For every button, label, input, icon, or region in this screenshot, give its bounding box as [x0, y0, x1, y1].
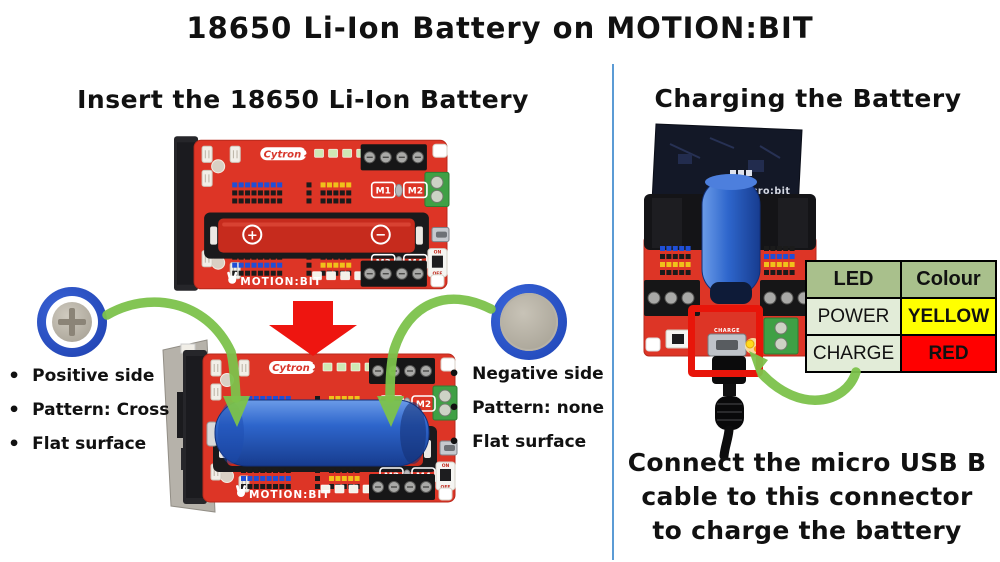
- caption-line: Connect the micro USB B: [627, 448, 987, 477]
- charging-caption: Connect the micro USB B cable to this co…: [618, 446, 996, 548]
- screw-terminal-right: [760, 280, 816, 316]
- screw-terminal-left: [644, 280, 700, 316]
- charge-colour-cell: RED: [900, 334, 997, 373]
- positive-terminal-cross-pattern: [52, 302, 92, 342]
- positive-end-white-ring: [46, 296, 98, 348]
- battery-positive-end-photo: [37, 287, 107, 357]
- usb-cable: [712, 356, 746, 460]
- board-photo-empty-holder: [174, 132, 451, 295]
- right-section-heading: Charging the Battery: [654, 84, 962, 113]
- left-section-heading: Insert the 18650 Li-Ion Battery: [77, 85, 529, 114]
- battery-18650: [206, 399, 430, 467]
- table-row: CHARGE RED: [805, 334, 997, 373]
- power-switch-icon: [665, 329, 693, 349]
- usb-connector-highlight-box: [688, 305, 763, 377]
- table-row: POWER YELLOW: [805, 297, 997, 336]
- list-item: Positive side: [8, 366, 178, 387]
- table-header-colour: Colour: [900, 260, 997, 299]
- page-title: 18650 Li-Ion Battery on MOTION:BIT: [186, 11, 814, 45]
- negative-terminal-flat: [500, 293, 558, 351]
- positive-side-bullets: Positive side Pattern: Cross Flat surfac…: [8, 366, 178, 468]
- section-divider: [612, 64, 614, 560]
- caption-line: cable to this connector: [641, 482, 973, 511]
- charging-photo: micro:bit: [643, 123, 817, 460]
- negative-side-bullets: Negative side Pattern: none Flat surface: [448, 364, 618, 466]
- caption-line: to charge the battery: [652, 516, 962, 545]
- board-photo-battery-inserted: [162, 339, 459, 513]
- led-colour-table: LED Colour POWER YELLOW CHARGE RED: [805, 260, 997, 373]
- green-terminal-icon: [763, 317, 799, 355]
- battery-negative-end-photo: [491, 284, 567, 360]
- battery-18650-vertical: [701, 174, 761, 304]
- power-led-cell: POWER: [805, 297, 902, 336]
- table-header-row: LED Colour: [805, 260, 997, 299]
- charge-led-cell: CHARGE: [805, 334, 902, 373]
- micro-usb-port-icon: [707, 333, 747, 357]
- microbit-label: micro:bit: [738, 186, 791, 197]
- list-item: Flat surface: [448, 432, 618, 453]
- power-colour-cell: YELLOW: [900, 297, 997, 336]
- table-header-led: LED: [805, 260, 902, 299]
- list-item: Negative side: [448, 364, 618, 385]
- charge-silkscreen-label: CHARGE: [714, 328, 740, 334]
- list-item: Pattern: none: [448, 398, 618, 419]
- list-item: Pattern: Cross: [8, 400, 178, 421]
- list-item: Flat surface: [8, 434, 178, 455]
